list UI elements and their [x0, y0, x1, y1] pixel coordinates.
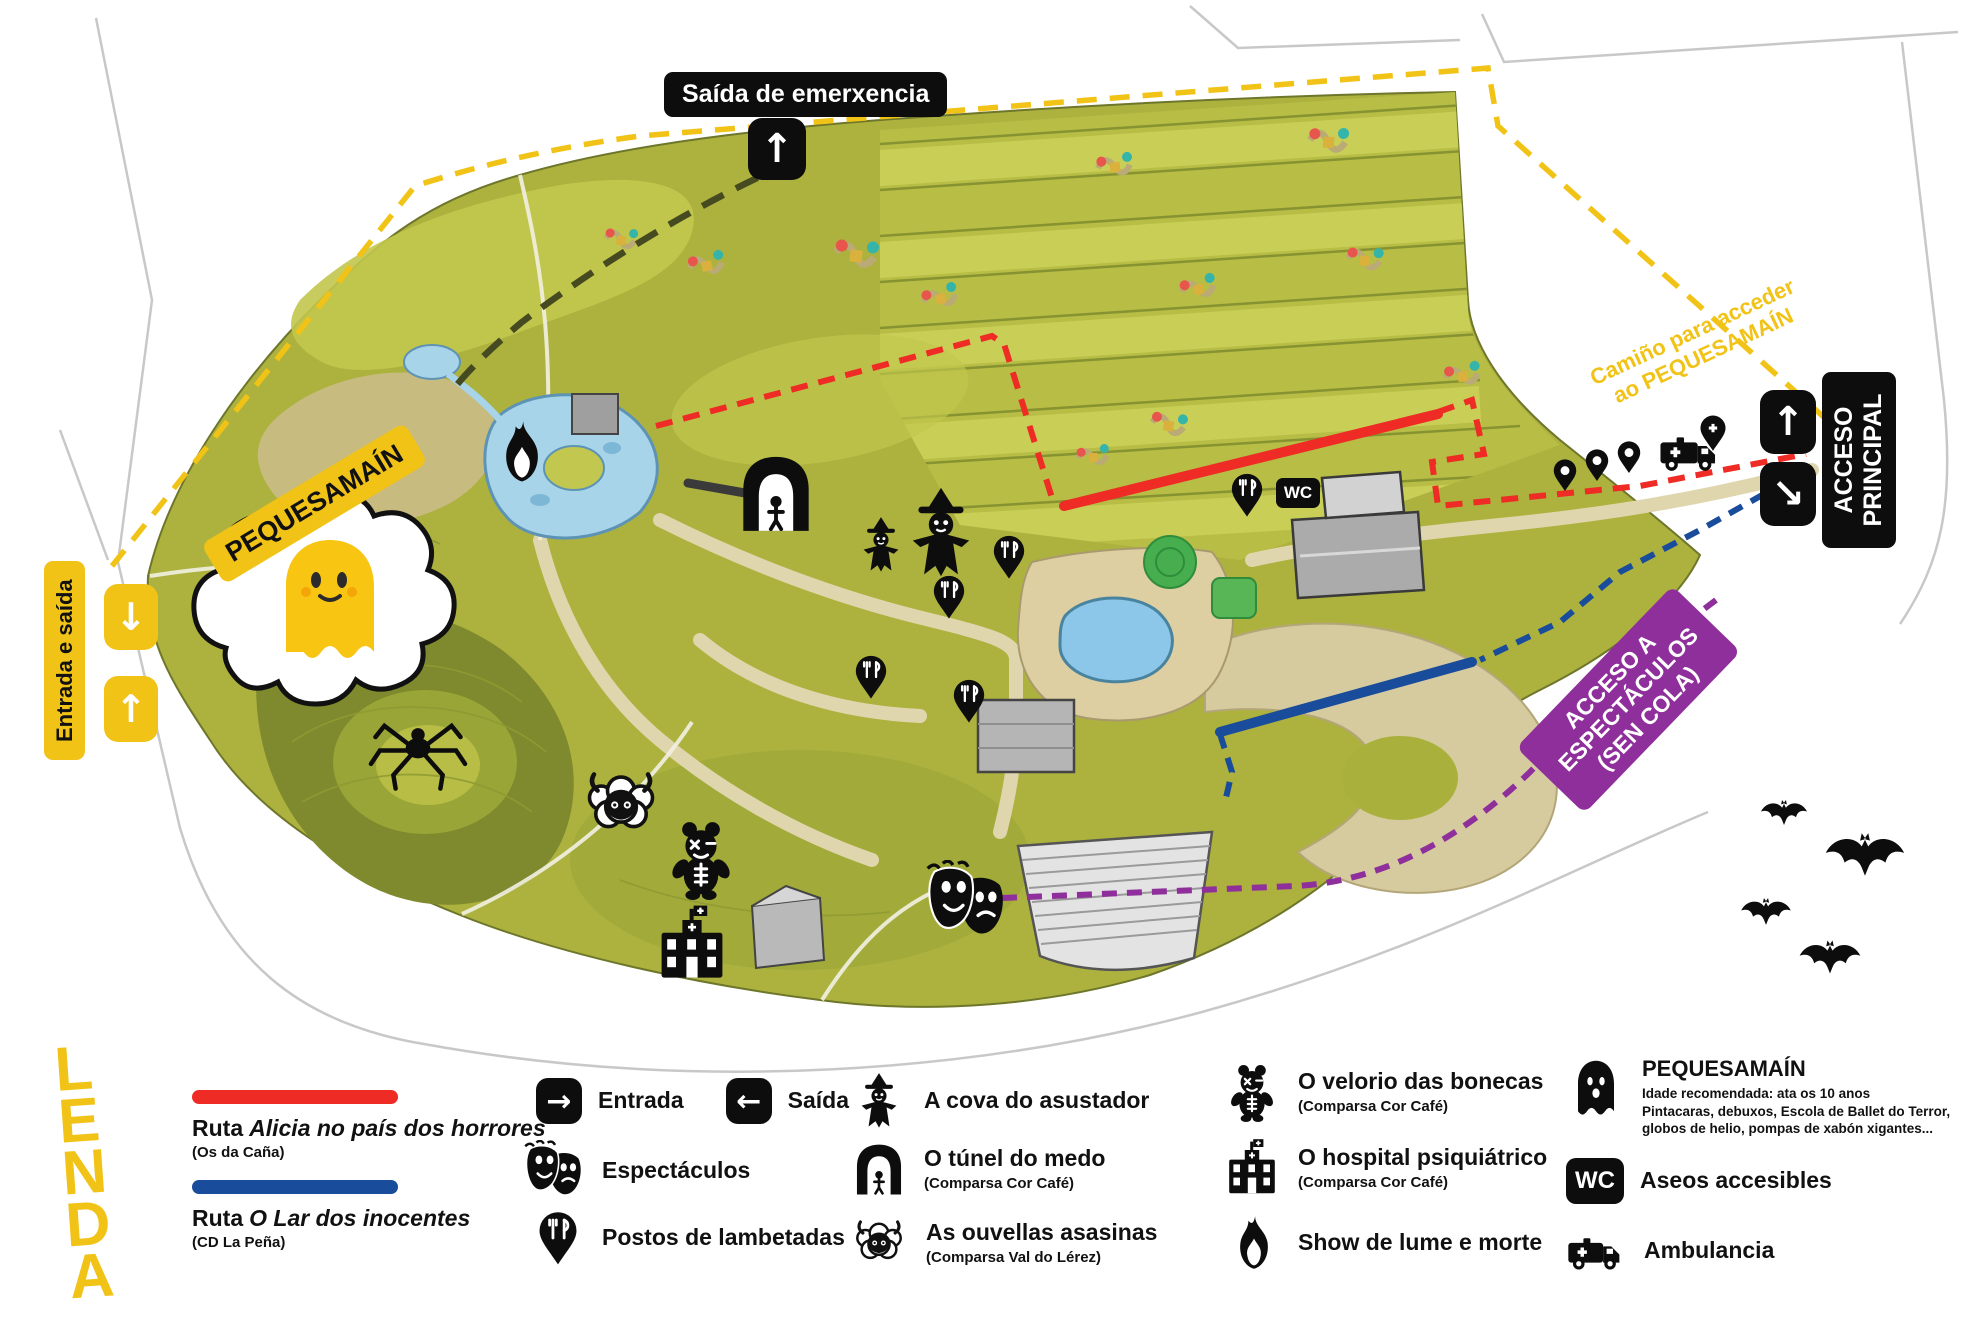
arrow-right-glyph: → [546, 1083, 572, 1119]
surrounding-roads [58, 5, 1959, 1073]
legend-ovellas-label: As ouvellas asasinas [926, 1219, 1158, 1246]
legend-espectaculos: Espectáculos [524, 1140, 750, 1202]
wc-map-badge: WC [1276, 478, 1320, 508]
route-red-dashed-east [1428, 396, 1807, 510]
legend-aseos-label: Aseos accesibles [1640, 1167, 1832, 1194]
legend-ovellas-sub: (Comparsa Val do Lérez) [926, 1248, 1102, 1266]
emergency-exit-badge: Saída de emerxencia [664, 72, 948, 117]
legend-hospital: O hospital psiquiátrico (Comparsa Cor Ca… [1222, 1138, 1547, 1198]
route-alicia-name: Alicia no país dos horrores [249, 1115, 546, 1141]
route-alicia-swatch [192, 1090, 398, 1104]
legend-lume: Show de lume e morte [1226, 1212, 1542, 1274]
tunnel-icon [850, 1140, 908, 1198]
route-alicia-prefix: Ruta [192, 1115, 244, 1141]
ambulance-icon [1562, 1222, 1628, 1280]
exit-arrow-icon: ↑ [104, 676, 158, 742]
exit-arrow-icon: ← [725, 1078, 772, 1124]
legend-pequesamain: PEQUESAMAÍN Idade recomendada: ata os 10… [1566, 1056, 1950, 1138]
legend-tunel: O túnel do medo (Comparsa Cor Café) [850, 1140, 1105, 1198]
bat-icon [1760, 800, 1808, 825]
bat-icon [1825, 833, 1905, 876]
theater-masks-icon [524, 1140, 586, 1202]
route-lar-sub: (CD La Peña) [192, 1234, 286, 1252]
food-pin-icon [530, 1210, 586, 1266]
medical-pin-icon [1698, 414, 1728, 452]
routes [109, 65, 1838, 901]
legend-velorio: O velorio das bonecas (Comparsa Cor Café… [1222, 1062, 1543, 1122]
legend-tunel-label: O túnel do medo [924, 1145, 1106, 1172]
main-access-badge: ACCESO PRINCIPAL [1822, 372, 1896, 548]
ambulance-icon [1658, 435, 1717, 473]
legend-lume-label: Show de lume e morte [1298, 1229, 1543, 1256]
wc-icon: WC [1566, 1158, 1624, 1204]
route-alicia-sub: (Os da Caña) [192, 1144, 285, 1162]
route-lar-name: O Lar dos inocentes [249, 1205, 471, 1231]
legend-ambulancia: Ambulancia [1562, 1222, 1774, 1280]
legend-pequesamain-desc: Idade recomendada: ata os 10 anos Pintac… [1642, 1086, 1951, 1137]
route-lar-swatch [192, 1180, 398, 1194]
legend-espectaculos-label: Espectáculos [602, 1157, 751, 1184]
sheep-icon [848, 1212, 910, 1274]
entrance-arrow-icon: ↓ [104, 584, 158, 650]
bat-icon [1799, 940, 1861, 974]
legend-aseos: WC Aseos accesibles [1566, 1158, 1832, 1204]
legend-velorio-sub: (Comparsa Cor Café) [1298, 1097, 1449, 1115]
legend-tunel-sub: (Comparsa Cor Café) [924, 1174, 1075, 1192]
scarecrow-icon [850, 1072, 908, 1130]
route-blue-solid [1215, 657, 1477, 737]
legend-cova-label: A cova do asustador [924, 1087, 1150, 1114]
route-red-solid [1059, 409, 1443, 511]
legend-pequesamain-title: PEQUESAMAÍN [1642, 1056, 1806, 1081]
tunnel-icon [741, 454, 811, 533]
voodoo-doll-icon [1222, 1062, 1282, 1122]
legend-velorio-label: O velorio das bonecas [1298, 1068, 1544, 1095]
buildings [571, 393, 1426, 970]
hospital-icon [1222, 1138, 1282, 1198]
main-access-in-arrow-icon: ↑ [1760, 390, 1816, 454]
legend-postos-label: Postos de lambetadas [602, 1224, 845, 1251]
route-purple-shows [1001, 597, 1718, 901]
entrance-exit-badge: Entrada e saída [44, 561, 86, 760]
route-red-dashed-west [655, 332, 1055, 499]
legend-cova: A cova do asustador [850, 1072, 1149, 1130]
kids-pool-area [1016, 535, 1257, 722]
arrow-left-glyph: ← [736, 1083, 762, 1119]
ghost-icon [1566, 1056, 1626, 1116]
entrance-arrow-icon: → [536, 1078, 582, 1124]
emergency-exit-arrow-icon: ↑ [748, 118, 806, 180]
main-access-out-arrow-icon: ↘ [1760, 462, 1816, 526]
route-blue-dashed-east [1478, 491, 1766, 663]
legend-hospital-label: O hospital psiquiátrico [1298, 1144, 1548, 1171]
info-pin-icon [1617, 441, 1641, 473]
legend-ambulancia-label: Ambulancia [1644, 1237, 1775, 1264]
route-lar-prefix: Ruta [192, 1205, 244, 1231]
cute-ghost-icon [286, 540, 374, 658]
legend-hospital-sub: (Comparsa Cor Café) [1298, 1173, 1449, 1191]
bat-icon [1741, 898, 1791, 925]
legend-ovellas: As ouvellas asasinas (Comparsa Val do Lé… [848, 1212, 1157, 1274]
legend-entrada-saida: → Entrada ← Saída [536, 1078, 849, 1124]
amphitheater [976, 698, 1214, 972]
legend-postos: Postos de lambetadas [530, 1210, 845, 1266]
route-emergency-yellow [109, 65, 1838, 568]
legend-entrada-label: Entrada [598, 1087, 684, 1114]
legend-saida-label: Saída [787, 1087, 850, 1114]
route-blue-dashed-tail [1217, 733, 1236, 807]
flame-icon [1226, 1212, 1282, 1274]
